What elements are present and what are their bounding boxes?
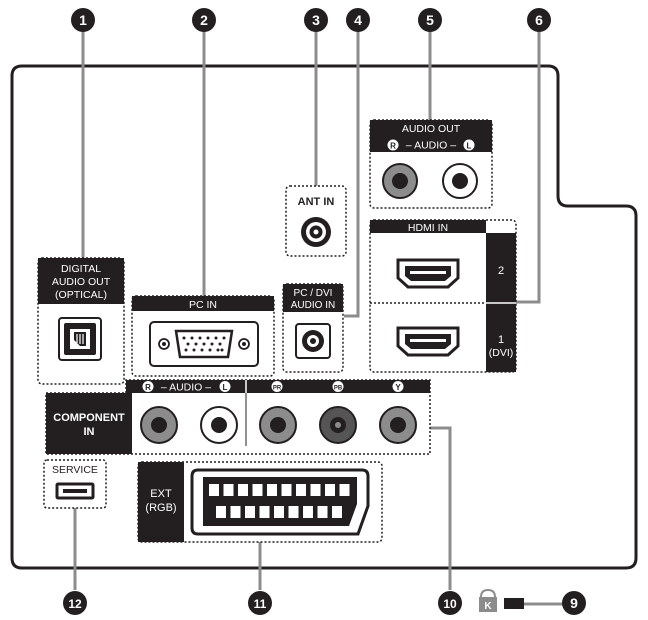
svg-text:ANT IN: ANT IN	[298, 196, 335, 208]
scart-pin	[252, 484, 263, 496]
usb-connector-icon	[55, 482, 95, 500]
svg-text:10: 10	[443, 597, 457, 611]
pc-dvi-audio-in-port[interactable]: PC / DVI AUDIO IN	[282, 283, 344, 373]
scart-pin	[216, 506, 226, 518]
scart-pin	[238, 484, 248, 496]
callout-12: 12	[63, 591, 87, 615]
svg-text:1: 1	[79, 12, 87, 28]
scart-pin	[317, 506, 328, 518]
svg-text:AUDIO OUT: AUDIO OUT	[52, 276, 111, 288]
lock-icon: K	[479, 588, 497, 612]
scart-pin	[245, 506, 255, 518]
hdmi-1-connector-icon	[396, 326, 460, 357]
svg-text:9: 9	[570, 595, 578, 611]
ant-in-port[interactable]: ANT IN	[285, 185, 347, 257]
scart-pin	[223, 484, 234, 496]
callout-11: 11	[248, 591, 272, 615]
svg-text:1: 1	[498, 334, 504, 346]
callout-9: 9	[562, 591, 586, 615]
scart-pin	[259, 506, 270, 518]
panel-outline	[10, 64, 638, 570]
scart-pin	[339, 484, 350, 496]
callout-3: 3	[304, 8, 328, 32]
svg-text:L: L	[467, 142, 472, 151]
svg-text:(DVI): (DVI)	[489, 347, 514, 359]
rca-audio-right-icon	[140, 406, 178, 444]
rca-pr-icon	[259, 406, 297, 444]
callout-2: 2	[192, 8, 216, 32]
callout-1: 1	[71, 8, 95, 32]
svg-text:R: R	[145, 383, 151, 392]
scart-pin	[209, 484, 219, 496]
scart-pin	[288, 506, 299, 518]
svg-text:Y: Y	[395, 383, 401, 392]
svg-text:K: K	[484, 601, 492, 612]
svg-text:R: R	[390, 142, 396, 151]
coaxial-connector-icon	[301, 217, 331, 247]
svg-text:AUDIO OUT: AUDIO OUT	[402, 123, 461, 135]
scart-pin	[303, 506, 313, 518]
svg-text:4: 4	[354, 12, 362, 28]
scart-pin	[274, 506, 284, 518]
pc-in-port[interactable]: PC IN	[131, 295, 275, 377]
svg-text:(RGB): (RGB)	[145, 502, 176, 514]
callout-10: 10	[438, 591, 462, 615]
lock-slot-icon	[504, 598, 524, 609]
scart-pin	[281, 484, 292, 496]
right-channel-marker	[387, 139, 399, 151]
left-channel-marker	[463, 139, 475, 151]
rca-y-icon	[379, 406, 417, 444]
svg-text:HDMI IN: HDMI IN	[408, 222, 448, 234]
callout-6: 6	[527, 8, 551, 32]
svg-text:(OPTICAL): (OPTICAL)	[55, 289, 107, 301]
scart-pin	[267, 484, 277, 496]
digital-audio-out-port[interactable]: DIGITAL AUDIO OUT (OPTICAL)	[37, 257, 125, 385]
svg-text:PR: PR	[273, 386, 282, 392]
hdmi-2-connector-icon	[396, 258, 460, 289]
scart-pin	[296, 484, 306, 496]
rca-jack-left-icon	[442, 163, 478, 199]
svg-text:PC / DVI: PC / DVI	[294, 288, 333, 299]
leader-lines	[73, 30, 566, 606]
svg-text:EXT: EXT	[150, 488, 172, 500]
callout-4: 4	[346, 8, 370, 32]
kensington-lock-slot[interactable]: K	[479, 588, 524, 612]
svg-text:SERVICE: SERVICE	[52, 464, 98, 476]
scart-pin	[325, 484, 335, 496]
svg-text:L: L	[223, 383, 228, 392]
optical-connector-icon	[58, 317, 102, 361]
vga-connector-icon	[149, 321, 259, 367]
ext-rgb-port[interactable]: EXT (RGB)	[137, 461, 383, 543]
svg-text:IN: IN	[84, 426, 95, 438]
svg-text:6: 6	[535, 12, 543, 28]
svg-text:PB: PB	[334, 386, 343, 392]
audio-out-port[interactable]: AUDIO OUT R – AUDIO – L	[369, 119, 493, 209]
svg-text:COMPONENT: COMPONENT	[53, 412, 125, 424]
scart-pin	[230, 506, 241, 518]
scart-connector-icon	[190, 468, 370, 536]
svg-text:2: 2	[498, 265, 504, 277]
svg-text:3: 3	[312, 12, 320, 28]
svg-text:12: 12	[68, 597, 82, 611]
svg-text:– AUDIO –: – AUDIO –	[406, 140, 456, 152]
hdmi-in-port[interactable]: HDMI IN 2 1 (DVI)	[369, 219, 517, 373]
svg-text:11: 11	[254, 597, 267, 611]
svg-text:DIGITAL: DIGITAL	[61, 263, 101, 275]
rca-jack-right-icon	[382, 163, 418, 199]
rca-audio-left-icon	[200, 406, 238, 444]
svg-text:– AUDIO –: – AUDIO –	[161, 382, 211, 394]
svg-text:AUDIO IN: AUDIO IN	[291, 300, 335, 311]
component-in-port[interactable]: COMPONENT IN R – AUDIO – L PR PB Y	[45, 379, 431, 455]
scart-pin	[310, 484, 321, 496]
service-port[interactable]: SERVICE	[43, 459, 107, 509]
rca-pb-icon	[319, 406, 357, 444]
callout-5: 5	[418, 8, 442, 32]
svg-text:PC IN: PC IN	[189, 299, 217, 311]
svg-text:5: 5	[426, 12, 434, 28]
scart-pin	[332, 506, 342, 518]
mini-jack-connector-icon	[295, 323, 331, 359]
svg-text:2: 2	[200, 12, 208, 28]
